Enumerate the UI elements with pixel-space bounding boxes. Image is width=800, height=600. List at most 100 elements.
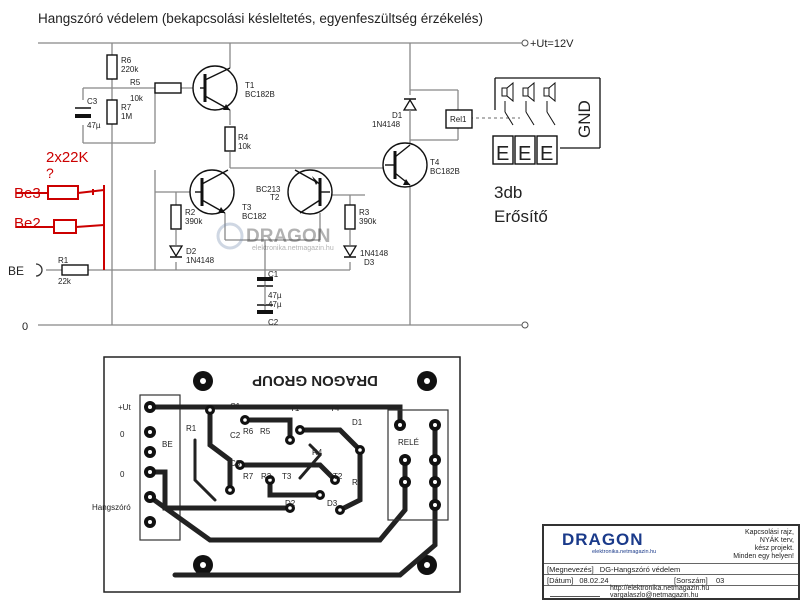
- t2-value: BC213: [256, 185, 281, 194]
- d1-name: D1: [392, 111, 403, 120]
- pcb-r6-label: R6: [243, 427, 254, 436]
- r3-name: R3: [359, 208, 370, 217]
- amp-count: 3db: [494, 183, 522, 202]
- pcb-r7-label: R7: [243, 472, 254, 481]
- note-line-1: Kapcsolási rajz,: [744, 529, 794, 536]
- question-mark: ?: [46, 165, 54, 181]
- r1-name: R1: [58, 256, 69, 265]
- diode-d3: 1N4148 D3: [342, 245, 389, 267]
- r7-value: 1M: [121, 112, 132, 121]
- r6-name: R6: [121, 56, 132, 65]
- gnd-label: GND: [575, 100, 594, 138]
- c3-value: 47µ: [87, 121, 101, 130]
- watermark-brand: DRAGON: [246, 226, 330, 247]
- r2-value: 390k: [185, 217, 203, 226]
- pcb-d3-label: D3: [327, 499, 338, 508]
- transistor-t3: T3 BC182: [189, 169, 267, 221]
- pcb-r5-label: R5: [260, 427, 271, 436]
- pcb-t4-label: T4: [330, 404, 340, 413]
- t2-name: T2: [270, 193, 280, 202]
- pcb-t1-label: T1: [290, 404, 300, 413]
- title-block-contact-row: http://elektronika.netmagazin.hu vargala…: [544, 585, 798, 599]
- pcb-r1-label: R1: [186, 424, 197, 433]
- r4-name: R4: [238, 133, 249, 142]
- transistor-t4: T4 BC182B: [382, 142, 460, 188]
- pcb-r2-label: R2: [261, 472, 272, 481]
- url-text: http://elektronika.netmagazin.hu: [610, 585, 710, 592]
- title-block-logo-sub: elektronika.netmagazin.hu: [592, 549, 657, 555]
- red-annotation-wires: [16, 185, 105, 270]
- resistor-r6: R6 220k: [106, 54, 139, 80]
- diode-d2: D2 1N4148: [168, 245, 215, 265]
- pcb-zero-label-1: 0: [120, 430, 125, 439]
- t1-value: BC182B: [245, 90, 275, 99]
- relay-rel1: Rel1: [445, 109, 473, 129]
- transistor-t1: T1 BC182B: [192, 65, 275, 111]
- diode-d1: D1 1N4148: [372, 98, 418, 129]
- rel1-name: Rel1: [450, 115, 467, 124]
- plus-rail-label: +Ut=12V: [530, 38, 574, 50]
- resistor-r2: R2 390k: [170, 204, 203, 230]
- amp-name: Erősítő: [494, 207, 548, 226]
- c2-name: C2: [268, 318, 279, 327]
- name-label: [Megnevezés]: [547, 565, 594, 574]
- title-block-name-row: [Megnevezés] DG-Hangszóró védelem: [544, 563, 798, 575]
- pcb-d2-label: D2: [285, 499, 296, 508]
- note-line-4: Minden egy helyen!: [733, 553, 794, 560]
- r3-value: 390k: [359, 217, 377, 226]
- d3-name: D3: [364, 258, 375, 267]
- t4-value: BC182B: [430, 167, 460, 176]
- note-line-3: kész projekt.: [754, 545, 794, 552]
- pcb-c2-label: C2: [230, 431, 241, 440]
- watermark-url: elektronika.netmagazin.hu: [252, 245, 334, 252]
- date-label: [Dátum]: [547, 576, 574, 585]
- pcb-t3-label: T3: [282, 472, 292, 481]
- t1-name: T1: [245, 81, 255, 90]
- capacitor-c3: C3 47µ: [75, 97, 101, 130]
- t4-name: T4: [430, 158, 440, 167]
- email-text: vargalaszlo@netmagazin.hu: [610, 591, 699, 599]
- be3-label: Be3: [14, 185, 41, 202]
- diagram-title: Hangszóró védelem (bekapcsolási késlelte…: [38, 11, 483, 26]
- resistor-r3: R3 390k: [344, 204, 377, 230]
- c3-name: C3: [87, 97, 98, 106]
- resistor-r1: R1 22k: [58, 256, 89, 286]
- speaker-icon: [522, 81, 535, 103]
- title-block-note: Kapcsolási rajz, NYÁK terv, kész projekt…: [733, 529, 794, 561]
- transistor-t2: BC213 T2: [256, 169, 333, 215]
- name-value: DG-Hangszóró védelem: [599, 565, 681, 574]
- amplifier-block: E E E GND 3db Erősítő: [492, 77, 601, 226]
- resistor-r7: R7 1M: [106, 99, 132, 125]
- r1-value: 22k: [58, 277, 72, 286]
- r5-value: 10k: [130, 94, 144, 103]
- d1-value: 1N4148: [372, 120, 401, 129]
- amp-label-2: E: [518, 143, 531, 165]
- c2-value: 47µ: [268, 300, 282, 309]
- date-value: 08.02.24: [579, 576, 609, 585]
- t3-value: BC182: [242, 212, 267, 221]
- pcb-d1-label: D1: [352, 418, 363, 427]
- serial-label: [Sorszám]: [674, 576, 708, 585]
- speaker-icon: [501, 81, 514, 103]
- watermark-logo: DRAGON elektronika.netmagazin.hu: [216, 222, 334, 252]
- capacitor-c1: C1 47µ: [257, 270, 282, 300]
- d2-name: D2: [186, 247, 197, 256]
- pcb-rele-label: RELÉ: [398, 438, 419, 447]
- t3-name: T3: [242, 203, 252, 212]
- serial-value: 03: [716, 576, 725, 585]
- be2-label: Be2: [14, 215, 41, 232]
- r4-value: 10k: [238, 142, 252, 151]
- amp-label-3: E: [540, 143, 553, 165]
- pcb-c3-label: C3: [230, 459, 241, 468]
- zero-rail-label: 0: [22, 321, 28, 333]
- title-block-date-row: [Dátum] 08.02.24 [Sorszám] 03: [544, 574, 798, 586]
- pcb-board: DRAGON GROUP: [92, 356, 461, 593]
- d3-value: 1N4148: [360, 249, 389, 258]
- capacitor-c2: 47µ C2: [257, 286, 282, 327]
- d2-value: 1N4148: [186, 256, 215, 265]
- pcb-be-label: BE: [162, 440, 173, 449]
- pcb-zero-label-2: 0: [120, 470, 125, 479]
- pcb-r3-label: R3: [352, 478, 363, 487]
- pcb-header: DRAGON GROUP: [252, 372, 378, 389]
